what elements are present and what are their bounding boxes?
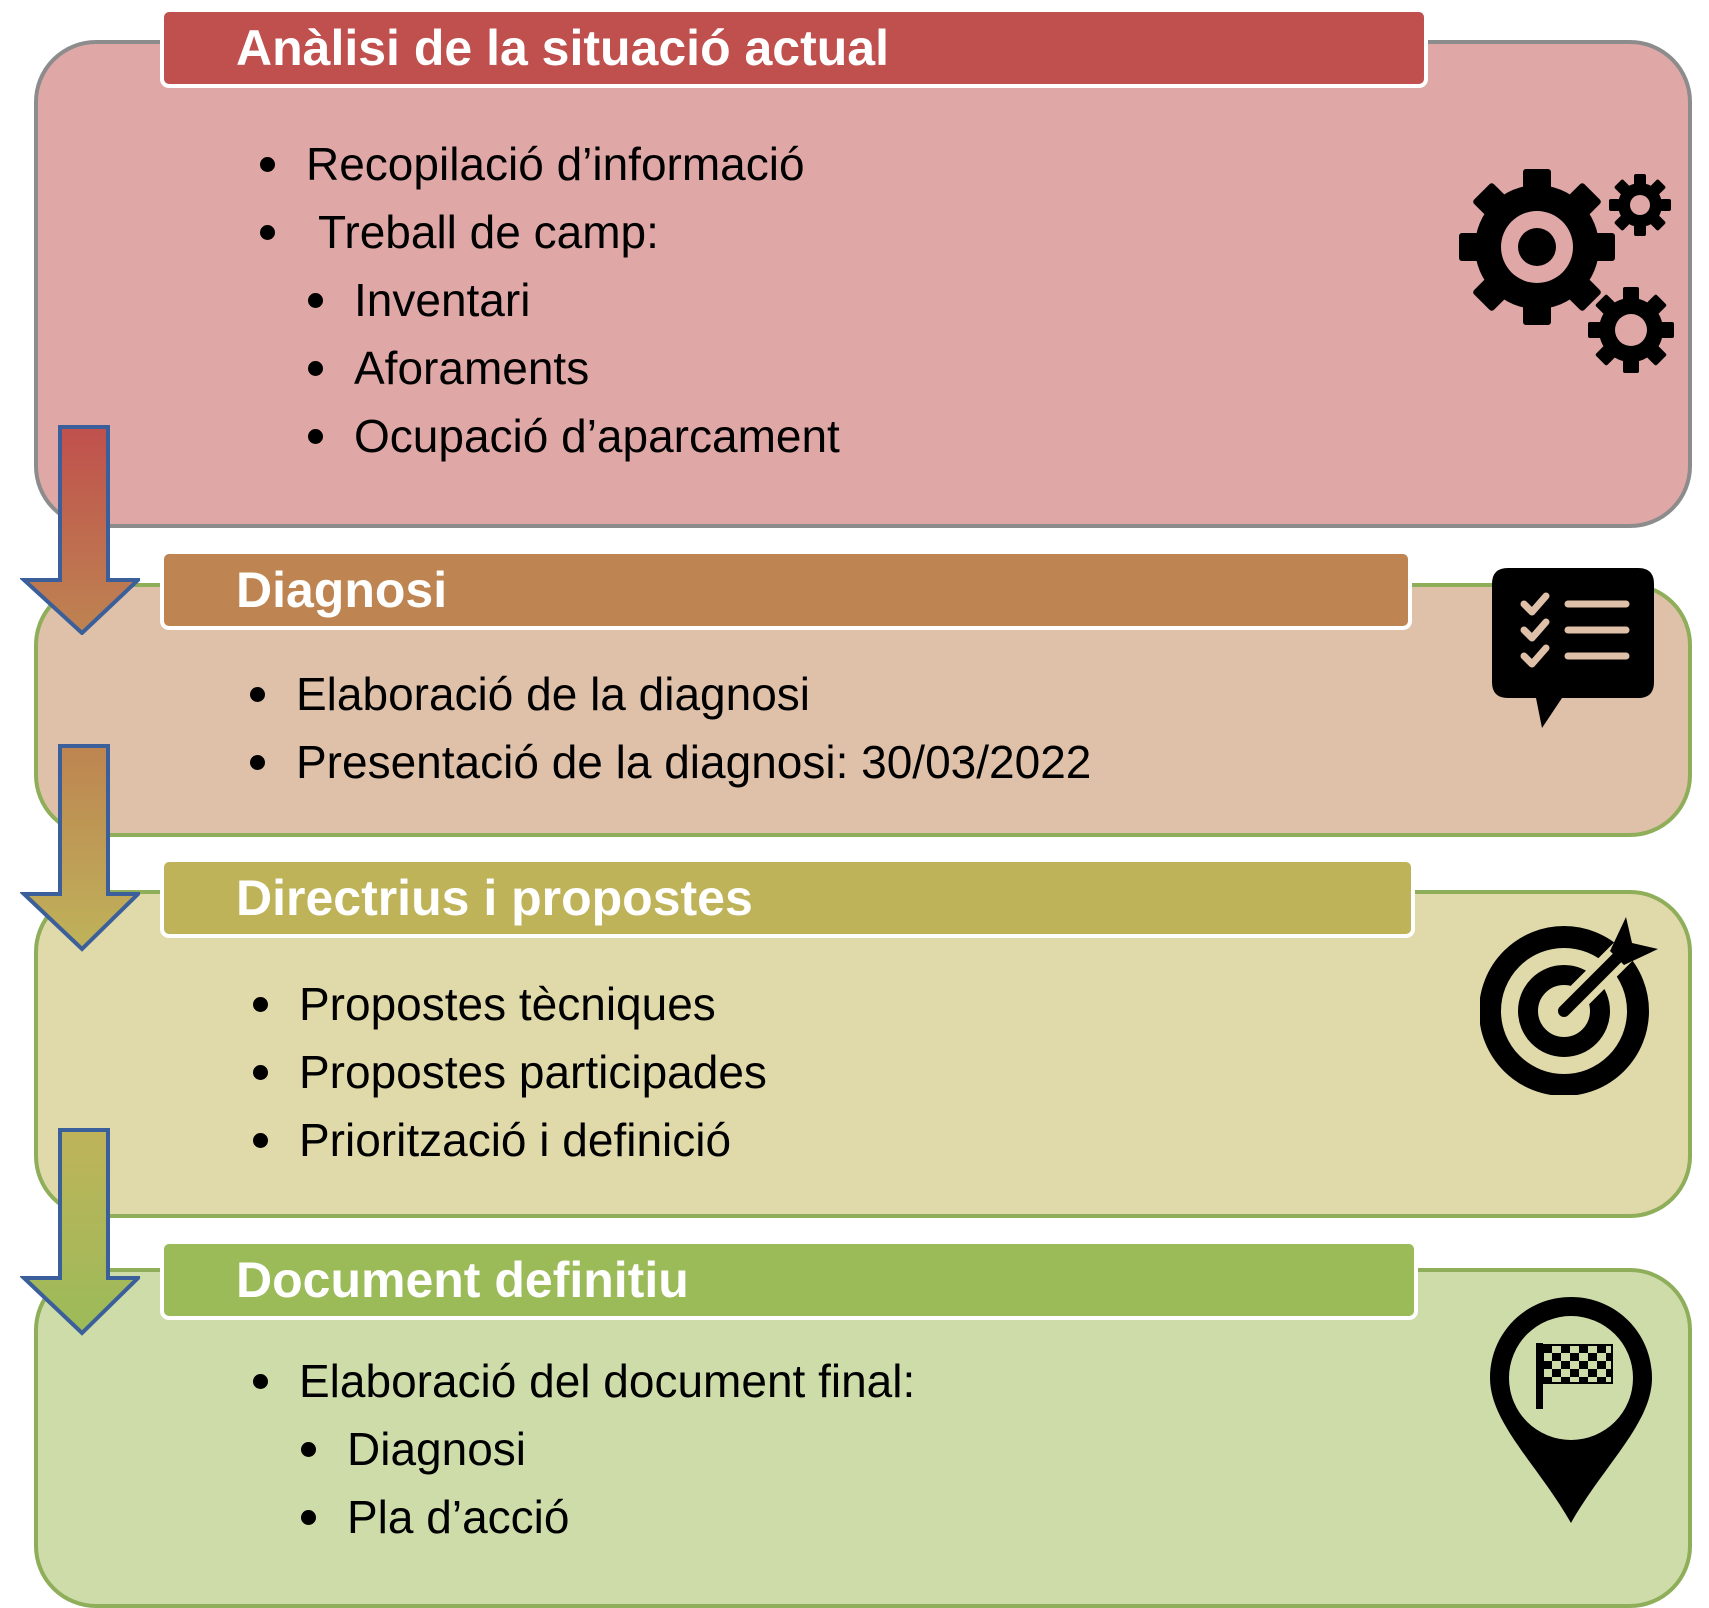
list-item: Diagnosi [253,1415,915,1483]
down-arrow-icon [20,425,140,635]
checklist-speech-bubble-icon [1492,568,1654,728]
list-item: Elaboració de la diagnosi [250,660,1091,728]
stage-analysis-list: Recopilació d’informació Treball de camp… [260,130,840,470]
list-item: Inventari [260,266,840,334]
stage-final-document-header: Document definitiu [160,1240,1418,1320]
stage-diagnosis-header: Diagnosi [160,550,1412,630]
stage-final-document-title: Document definitiu [236,1252,689,1308]
list-item: Recopilació d’informació [260,130,840,198]
stage-analysis-header: Anàlisi de la situació actual [160,8,1428,88]
map-pin-finish-flag-icon [1490,1297,1652,1523]
stage-guidelines-title: Directrius i propostes [236,870,753,926]
list-item: Presentació de la diagnosi: 30/03/2022 [250,728,1091,796]
list-item: Treball de camp: [260,198,840,266]
stage-diagnosis-list: Elaboració de la diagnosi Presentació de… [250,660,1091,796]
stage-final-document-list: Elaboració del document final: Diagnosi … [253,1347,915,1551]
target-arrow-icon [1480,917,1658,1095]
stage-guidelines-list: Propostes tècniques Propostes participad… [253,970,767,1174]
down-arrow-icon [20,1128,140,1336]
stage-guidelines-header: Directrius i propostes [160,858,1415,938]
list-item: Aforaments [260,334,840,402]
stage-analysis-box [34,40,1692,528]
list-item: Priorització i definició [253,1106,767,1174]
stage-analysis-title: Anàlisi de la situació actual [236,20,890,76]
list-item: Propostes participades [253,1038,767,1106]
down-arrow-icon [20,744,140,952]
list-item: Ocupació d’aparcament [260,402,840,470]
stage-diagnosis-title: Diagnosi [236,562,448,618]
gears-icon [1459,169,1674,373]
list-item: Propostes tècniques [253,970,767,1038]
list-item: Elaboració del document final: [253,1347,915,1415]
list-item: Pla d’acció [253,1483,915,1551]
